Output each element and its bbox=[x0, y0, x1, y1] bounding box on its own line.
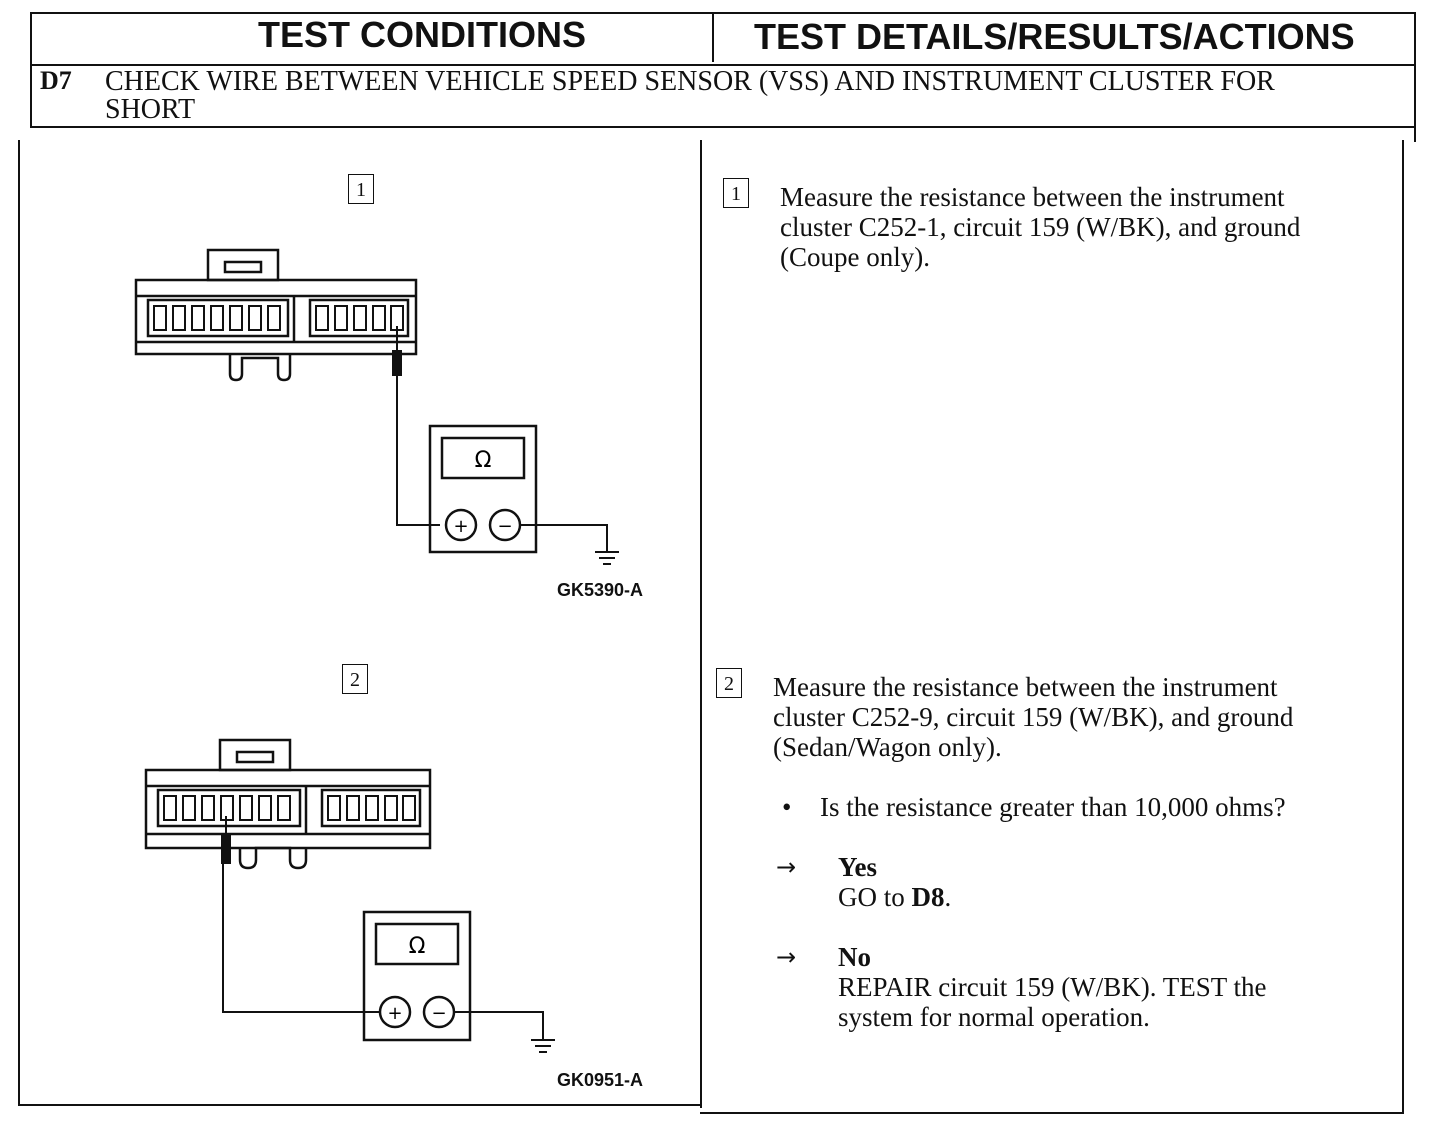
column-divider bbox=[700, 140, 702, 1108]
no-label: No bbox=[838, 942, 871, 972]
probe-tip bbox=[392, 350, 402, 376]
detail-1-line3: (Coupe only). bbox=[780, 242, 930, 272]
ohm-symbol: Ω bbox=[409, 934, 426, 959]
figure-2-number: 2 bbox=[342, 664, 368, 694]
detail-2-line2: cluster C252-9, circuit 159 (W/BK), and … bbox=[773, 702, 1294, 732]
question-text: Is the resistance greater than 10,000 oh… bbox=[820, 792, 1286, 822]
detail-2-line1: Measure the resistance between the instr… bbox=[773, 672, 1278, 702]
ground-icon bbox=[531, 1039, 555, 1053]
frame-left-lower bbox=[18, 140, 20, 1104]
yes-action-suffix: . bbox=[944, 882, 952, 912]
no-action-line1: REPAIR circuit 159 (W/BK). TEST the bbox=[838, 972, 1267, 1002]
figure-2-code: GK0951-A bbox=[557, 1070, 644, 1090]
detail-2-number: 2 bbox=[716, 668, 742, 698]
step-title-line2: SHORT bbox=[105, 94, 196, 125]
minus-sign: − bbox=[431, 1003, 446, 1024]
connector-body bbox=[134, 278, 418, 356]
detail-1-line2: cluster C252-1, circuit 159 (W/BK), and … bbox=[780, 212, 1301, 242]
figure-2-diagram: Ω + − bbox=[144, 738, 555, 1053]
header-divider bbox=[712, 12, 714, 62]
plus-sign: + bbox=[453, 516, 468, 537]
frame-top bbox=[30, 12, 1416, 14]
detail-1-number: 1 bbox=[723, 178, 749, 208]
connector-latch bbox=[206, 248, 280, 282]
frame-left-upper bbox=[30, 12, 32, 128]
question-bullet: • bbox=[782, 792, 792, 822]
yes-action-target[interactable]: D8 bbox=[911, 882, 945, 912]
no-action-line2: system for normal operation. bbox=[838, 1002, 1150, 1032]
ohm-symbol: Ω bbox=[475, 448, 492, 473]
figure-1-code: GK5390-A bbox=[557, 580, 644, 600]
detail-2-line3: (Sedan/Wagon only). bbox=[773, 732, 1002, 762]
frame-bottom-right bbox=[700, 1112, 1404, 1114]
ohmmeter-body bbox=[428, 424, 538, 554]
ground-icon bbox=[595, 551, 619, 565]
yes-action: GO to D8. bbox=[838, 882, 951, 912]
header-test-conditions: TEST CONDITIONS bbox=[258, 14, 587, 55]
step-title-line1: CHECK WIRE BETWEEN VEHICLE SPEED SENSOR … bbox=[105, 66, 1275, 97]
header-test-details: TEST DETAILS/RESULTS/ACTIONS bbox=[754, 16, 1355, 57]
yes-arrow: → bbox=[776, 853, 797, 881]
ohmmeter-display bbox=[440, 436, 526, 480]
title-bottom-rule bbox=[30, 126, 1416, 128]
plus-sign: + bbox=[387, 1003, 402, 1024]
minus-sign: − bbox=[497, 516, 512, 537]
step-id: D7 bbox=[40, 66, 72, 95]
plus-terminal bbox=[444, 508, 478, 542]
figure-1-diagram: Ω + − bbox=[134, 248, 619, 565]
detail-1-line1: Measure the resistance between the instr… bbox=[780, 182, 1285, 212]
figure-1-number: 1 bbox=[348, 174, 374, 204]
header-bottom-rule bbox=[30, 64, 1416, 66]
yes-action-prefix: GO to bbox=[838, 882, 912, 912]
yes-label: Yes bbox=[838, 852, 877, 882]
frame-bottom-left bbox=[18, 1104, 702, 1106]
frame-right-upper bbox=[1414, 12, 1416, 142]
frame-right-lower bbox=[1402, 140, 1404, 1114]
no-arrow: → bbox=[776, 943, 797, 971]
